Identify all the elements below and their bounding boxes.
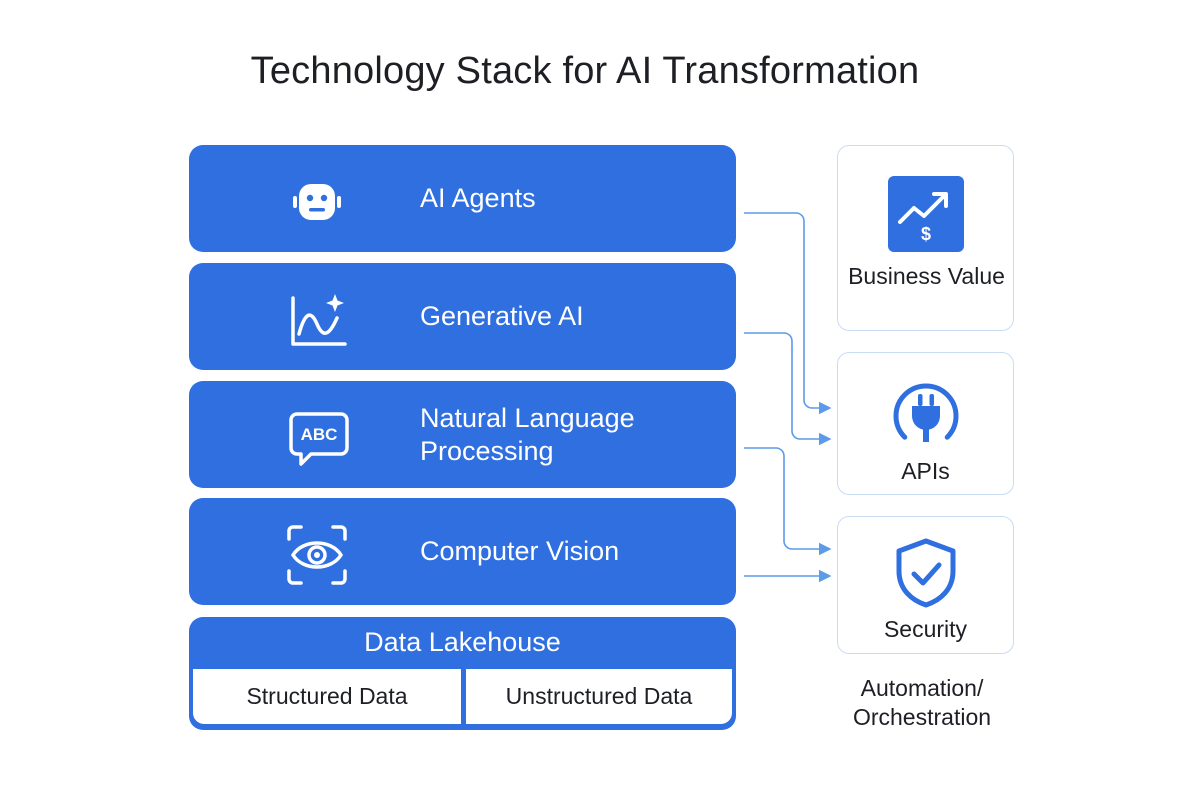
card-label: Business Value	[848, 263, 1005, 289]
card-label: APIs	[901, 458, 950, 484]
svg-text:$: $	[920, 224, 930, 244]
structured-data-cell: Structured Data	[193, 669, 461, 724]
diagram-title: Technology Stack for AI Transformation	[250, 50, 920, 92]
sparkle-chart-icon	[291, 294, 347, 346]
eye-scan-icon	[287, 525, 347, 585]
connector-generative-ai	[744, 332, 832, 446]
abc-speech-bubble-icon: ABC	[289, 412, 349, 466]
card-apis: APIs	[837, 352, 1014, 495]
layer-computer-vision: Computer Vision	[189, 498, 736, 605]
card-label: Security	[883, 616, 968, 642]
card-business-value: $ Business Value	[837, 145, 1014, 331]
layer-label: AI Agents	[420, 183, 536, 213]
data-lakehouse: Data Lakehouse Structured Data Unstructu…	[189, 617, 736, 730]
svg-text:ABC: ABC	[301, 425, 338, 444]
layer-ai-agents: AI Agents	[189, 145, 736, 252]
layer-generative-ai: Generative AI	[189, 263, 736, 370]
layer-label: Computer Vision	[420, 536, 620, 566]
connector-ai-agents	[744, 212, 832, 415]
shield-check-icon	[896, 538, 955, 608]
unstructured-data-cell: Unstructured Data	[466, 669, 732, 724]
connector-nlp	[744, 447, 832, 556]
layer-label: Generative AI	[420, 301, 584, 331]
card-security: Security	[837, 516, 1014, 654]
data-lakehouse-title: Data Lakehouse	[364, 627, 561, 657]
plug-icon	[893, 383, 958, 442]
automation-orchestration-label: Automation/ Orchestration	[852, 675, 992, 730]
layer-label: Natural Language Processing	[420, 402, 635, 466]
layer-nlp: ABC Natural Language Processing	[189, 381, 736, 488]
robot-icon	[293, 184, 341, 220]
trending-dollar-icon: $	[887, 176, 964, 252]
